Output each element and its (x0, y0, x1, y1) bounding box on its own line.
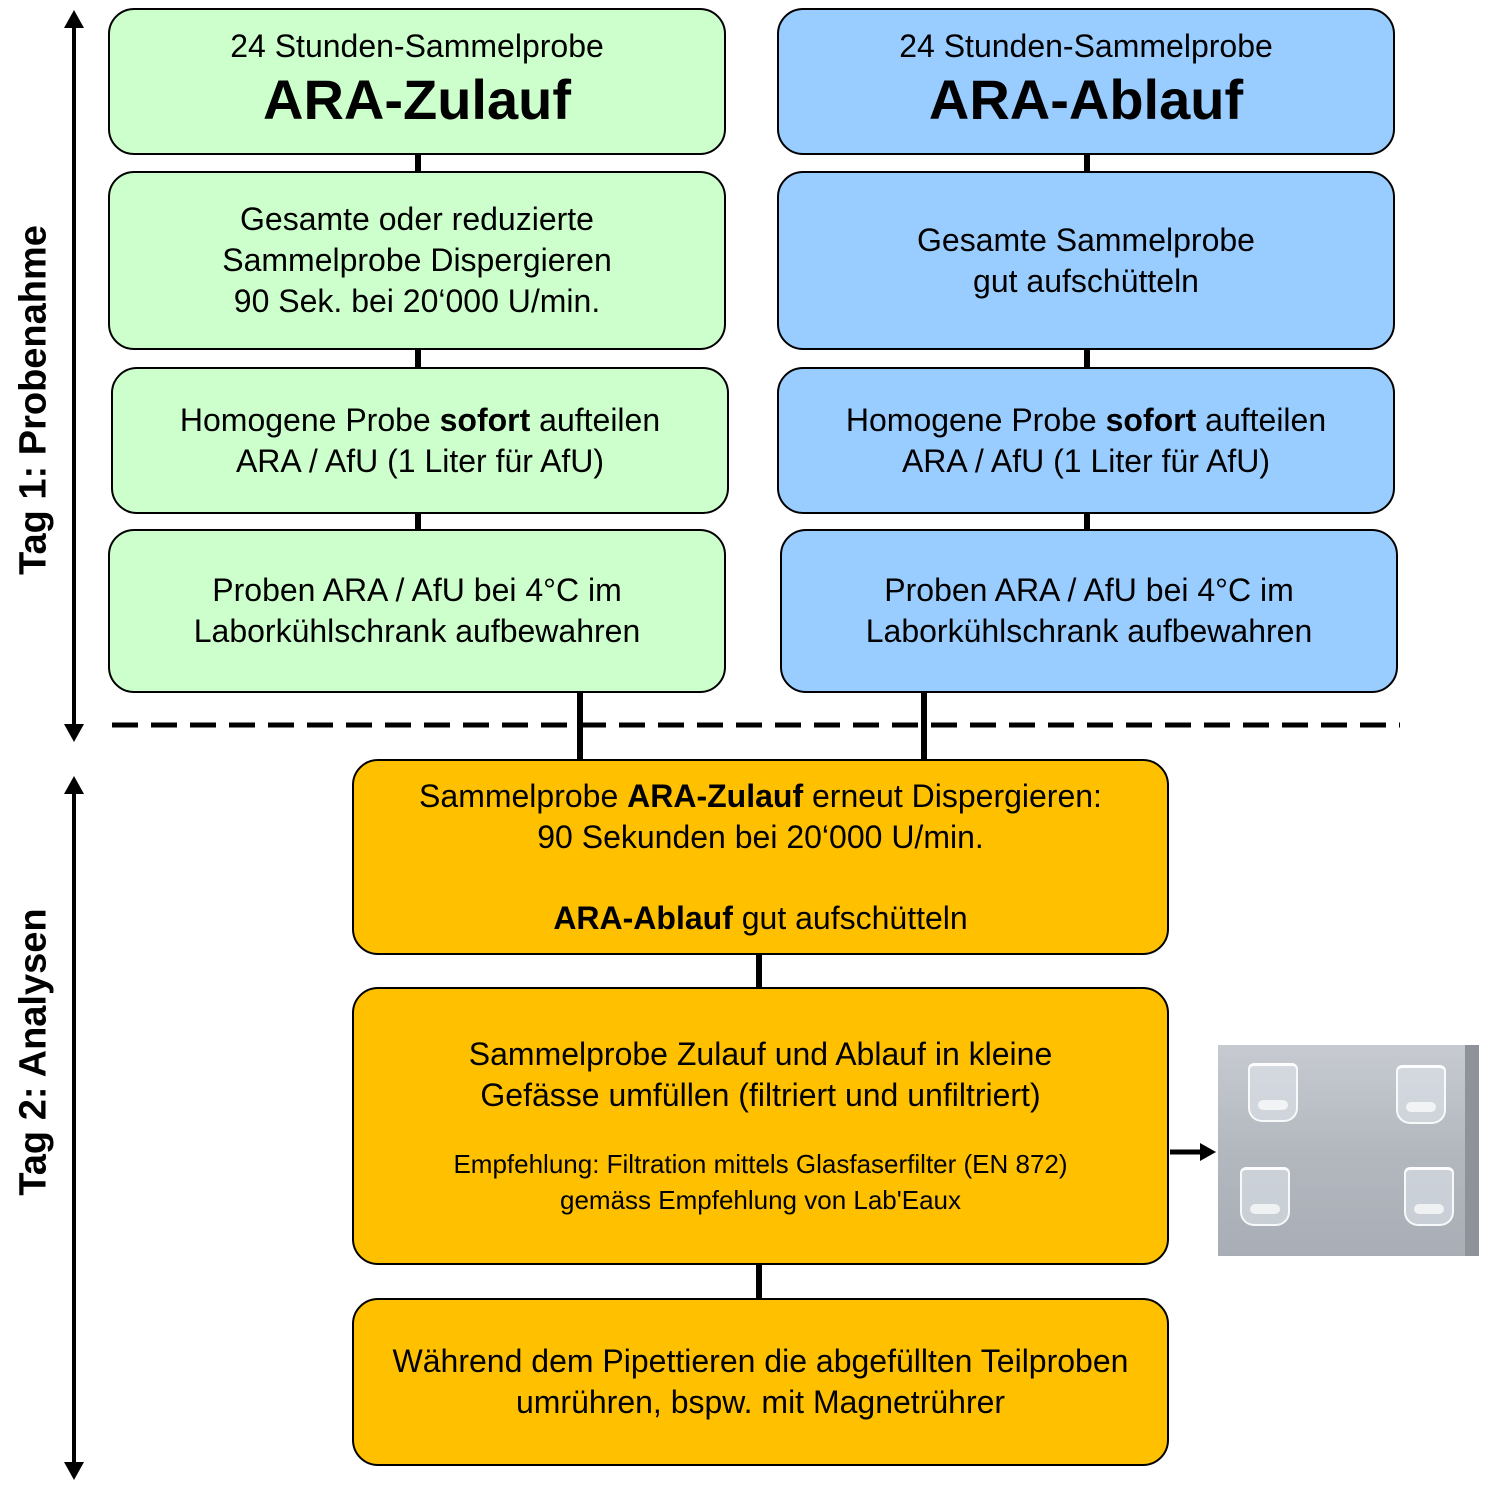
day2-label: Tag 2: Analysen (12, 908, 55, 1196)
analysis-stir-box: Während dem Pipettieren die abgefüllten … (352, 1298, 1169, 1466)
ablauf-header-title: ARA-Ablauf (928, 68, 1244, 131)
ablauf-shake-line1: Gesamte Sammelprobe (917, 221, 1255, 258)
ablauf-split-line2: ARA / AfU (1 Liter für AfU) (901, 442, 1271, 479)
zulauf-split-emphasis: sofort (439, 401, 531, 438)
transfer-note-line1: Empfehlung: Filtration mittels Glasfaser… (453, 1149, 1068, 1179)
transfer-line1: Sammelprobe Zulauf und Ablauf in kleine (468, 1036, 1053, 1072)
ablauf-header-sub: 24 Stunden-Sammelprobe (899, 28, 1273, 64)
zulauf-header-sub: 24 Stunden-Sammelprobe (230, 28, 604, 64)
ablauf-store-line1: Proben ARA / AfU bei 4°C im (884, 572, 1294, 608)
beaker-image (1396, 1065, 1446, 1124)
ablauf-split-box: Homogene Probe sofort aufteilen ARA / Af… (777, 367, 1395, 514)
ablauf-store-line2: Laborkühlschrank aufbewahren (865, 613, 1313, 649)
zulauf-disperse-line2: Sammelprobe Dispergieren (222, 242, 612, 278)
beaker-image (1404, 1167, 1454, 1226)
redisperse-ablauf-bold: ARA-Ablauf (553, 899, 733, 936)
zulauf-header-title: ARA-Zulauf (263, 68, 571, 131)
zulauf-store-line1: Proben ARA / AfU bei 4°C im (212, 572, 622, 608)
transfer-note-line2: gemäss Empfehlung von Lab'Eaux (560, 1185, 961, 1215)
zulauf-disperse-line3: 90 Sek. bei 20‘000 U/min. (233, 283, 601, 319)
zulauf-header-box: 24 Stunden-Sammelprobe ARA-Zulauf (108, 8, 726, 155)
ablauf-store-box: Proben ARA / AfU bei 4°C im Laborkühlsch… (780, 529, 1398, 693)
analysis-transfer-box: Sammelprobe Zulauf und Ablauf in kleine … (352, 987, 1169, 1265)
zulauf-split-line2: ARA / AfU (1 Liter für AfU) (235, 442, 605, 479)
redisperse-line3: ARA-Ablauf gut aufschütteln (553, 899, 968, 936)
zulauf-disperse-line1: Gesamte oder reduzierte (240, 201, 594, 237)
redisperse-zulauf-bold: ARA-Zulauf (627, 777, 804, 814)
stir-line2: umrühren, bspw. mit Magnetrührer (515, 1384, 1006, 1420)
analysis-redisperse-box: Sammelprobe ARA-Zulauf erneut Dispergier… (352, 759, 1169, 955)
day2-arrow (64, 776, 84, 1480)
zulauf-store-line2: Laborkühlschrank aufbewahren (193, 613, 641, 649)
zulauf-disperse-box: Gesamte oder reduzierte Sammelprobe Disp… (108, 171, 726, 350)
ablauf-shake-line2: gut aufschütteln (973, 262, 1199, 299)
redisperse-line2: 90 Sekunden bei 20‘000 U/min. (537, 818, 984, 855)
day1-label: Tag 1: Probenahme (12, 225, 55, 575)
ablauf-header-box: 24 Stunden-Sammelprobe ARA-Ablauf (777, 8, 1395, 155)
redisperse-line1: Sammelprobe ARA-Zulauf erneut Dispergier… (419, 777, 1102, 814)
ablauf-split-line1: Homogene Probe sofort aufteilen (845, 401, 1327, 438)
stir-line1: Während dem Pipettieren die abgefüllten … (392, 1343, 1129, 1379)
zulauf-split-box: Homogene Probe sofort aufteilen ARA / Af… (111, 367, 729, 514)
beakers-photo (1218, 1045, 1479, 1256)
ablauf-shake-box: Gesamte Sammelprobe gut aufschütteln (777, 171, 1395, 350)
ablauf-split-emphasis: sofort (1105, 401, 1197, 438)
day1-arrow (64, 10, 84, 742)
transfer-line2: Gefässe umfüllen (filtriert und unfiltri… (480, 1077, 1041, 1113)
zulauf-store-box: Proben ARA / AfU bei 4°C im Laborkühlsch… (108, 529, 726, 693)
zulauf-split-line1: Homogene Probe sofort aufteilen (179, 401, 661, 438)
beaker-image (1248, 1063, 1298, 1122)
beaker-image (1240, 1167, 1290, 1226)
